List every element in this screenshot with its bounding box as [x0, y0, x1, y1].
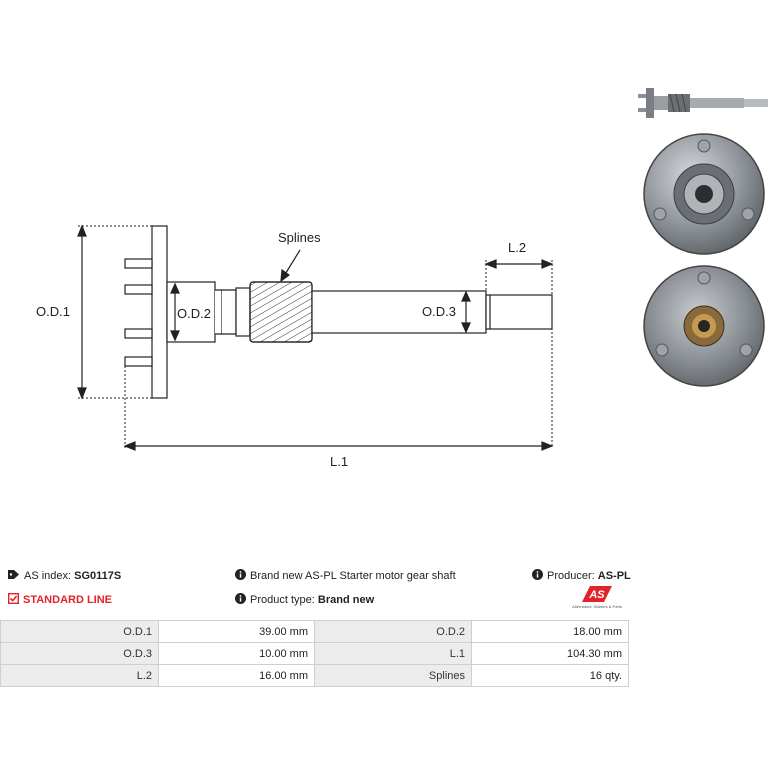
- spec-label: O.D.2: [314, 620, 472, 643]
- spec-label: O.D.1: [0, 620, 159, 643]
- shaft-collar: [235, 287, 251, 337]
- l2-label: L.2: [508, 240, 526, 255]
- product-type-label: Product type:: [250, 594, 315, 606]
- shaft-end: [485, 294, 553, 330]
- logo-tagline: Alternators, Starters & Parts: [572, 604, 622, 609]
- splines-label: Splines: [278, 230, 321, 245]
- spec-value: 16.00 mm: [158, 664, 315, 687]
- product-description: Brand new AS-PL Starter motor gear shaft: [235, 569, 456, 582]
- table-row: O.D.1 39.00 mm O.D.2 18.00 mm: [0, 620, 629, 643]
- spec-label: L.2: [0, 664, 159, 687]
- producer: Producer: AS-PL: [532, 569, 631, 582]
- check-square-icon: [8, 593, 19, 604]
- splines-leader: [283, 249, 301, 277]
- spec-value: 39.00 mm: [158, 620, 315, 643]
- flange-pin: [124, 356, 153, 367]
- spec-label: Splines: [314, 664, 472, 687]
- as-index-label: AS index:: [24, 570, 72, 582]
- main-shaft: [311, 290, 487, 334]
- product-photo-front[interactable]: [640, 130, 768, 258]
- as-pl-logo: AS Alternators, Starters & Parts: [564, 586, 630, 614]
- table-row: L.2 16.00 mm Splines 16 qty.: [0, 664, 629, 687]
- svg-text:AS: AS: [588, 589, 605, 601]
- description-text: Brand new AS-PL Starter motor gear shaft: [250, 570, 456, 582]
- flange-pin: [124, 284, 153, 295]
- flange-pin: [124, 328, 153, 339]
- producer-label: Producer:: [547, 570, 595, 582]
- as-index: AS index: SG0117S: [8, 569, 121, 582]
- spec-label: L.1: [314, 642, 472, 665]
- spec-value: 10.00 mm: [158, 642, 315, 665]
- standard-line-badge: STANDARD LINE: [8, 593, 112, 606]
- technical-drawing: O.D.1 O.D.2 O.D.3 L.1 L.2 Splines: [36, 224, 554, 469]
- od1-label: O.D.1: [36, 304, 70, 319]
- table-row: O.D.3 10.00 mm L.1 104.30 mm: [0, 642, 629, 665]
- producer-value: AS-PL: [597, 570, 631, 582]
- od3-label: O.D.3: [422, 304, 456, 319]
- product-type: Product type: Brand new: [235, 593, 374, 606]
- info-icon: [235, 569, 246, 580]
- spec-label: O.D.3: [0, 642, 159, 665]
- tag-icon: [8, 570, 19, 579]
- info-icon: [532, 569, 543, 580]
- as-logo-mark: AS: [582, 586, 612, 602]
- standard-line-label: STANDARD LINE: [23, 594, 113, 606]
- info-icon: [235, 593, 246, 604]
- as-index-value: SG0117S: [74, 570, 122, 582]
- product-type-value: Brand new: [317, 594, 375, 606]
- spec-value: 18.00 mm: [471, 620, 629, 643]
- od2-label: O.D.2: [177, 306, 211, 321]
- splines-section: [249, 281, 313, 343]
- l1-label: L.1: [330, 454, 348, 469]
- specifications-table: O.D.1 39.00 mm O.D.2 18.00 mm O.D.3 10.0…: [0, 620, 629, 687]
- spec-value: 16 qty.: [471, 664, 629, 687]
- flange: [151, 225, 168, 399]
- flange-pin: [124, 258, 153, 269]
- shaft-neck: [215, 289, 223, 335]
- spec-value: 104.30 mm: [471, 642, 629, 665]
- product-photo-side[interactable]: [636, 80, 770, 126]
- product-photo-back[interactable]: [640, 262, 768, 390]
